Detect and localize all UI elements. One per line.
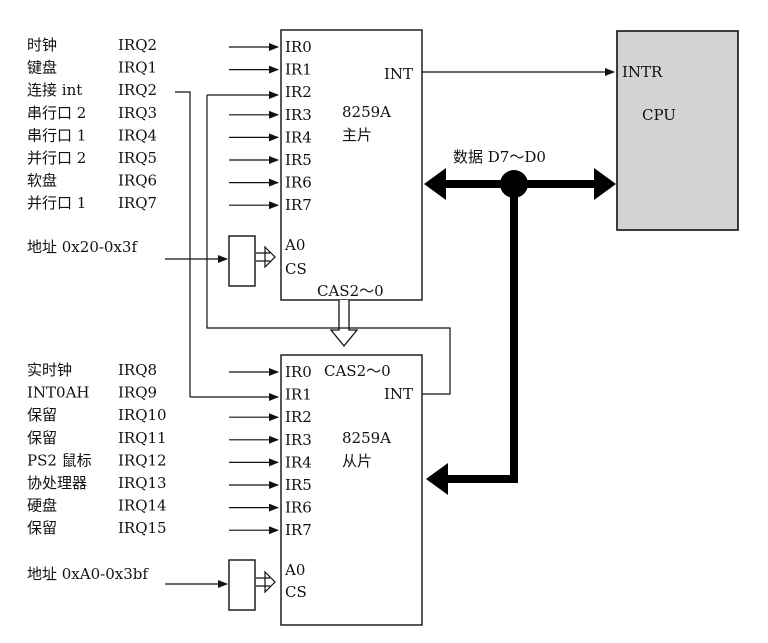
slave-device-irq: IRQ15 [118, 519, 167, 537]
slave-device-name: 保留 [27, 406, 57, 424]
slave-device-name: 保留 [27, 429, 57, 447]
master-device-irq: IRQ3 [118, 104, 157, 122]
bus-arrow-slave [426, 463, 448, 495]
slave-pin-ir5: IR5 [285, 476, 312, 494]
master-device-irq: IRQ4 [118, 126, 157, 144]
master-cas-label: CAS2～0 [317, 282, 384, 300]
master-chip [280, 29, 423, 301]
master-chip-subtitle: 主片 [342, 126, 372, 144]
slave-pin-ir4: IR4 [285, 453, 312, 471]
master-decoder-output-arrow [256, 245, 276, 269]
master-address-decoder [228, 235, 256, 287]
slave-device-irq: IRQ10 [118, 406, 167, 424]
master-device-irq: IRQ7 [118, 194, 157, 212]
slave-pin-ir1: IR1 [285, 386, 312, 404]
master-device-irq: IRQ6 [118, 172, 157, 190]
slave-chip [280, 354, 423, 626]
slave-device-name: PS2 鼠标 [27, 451, 92, 469]
master-device-name: 时钟 [27, 36, 57, 54]
slave-device-name: 协处理器 [27, 474, 87, 492]
master-chip-title: 8259A [342, 103, 391, 121]
cas-link-arrow [329, 300, 359, 348]
slave-pin-ir2: IR2 [285, 408, 312, 426]
master-device-name: 键盘 [27, 59, 57, 77]
slave-device-name: 硬盘 [27, 497, 57, 515]
master-pin-ir1: IR1 [285, 61, 312, 79]
master-pin-ir5: IR5 [285, 151, 312, 169]
master-cs-label: CS [285, 260, 307, 278]
master-pin-ir4: IR4 [285, 128, 312, 146]
master-int-label: INT [384, 65, 413, 83]
master-device-name: 串行口 1 [27, 126, 86, 144]
master-device-name: 连接 int [27, 81, 82, 99]
bus-label: 数据 D7～D0 [453, 148, 546, 166]
slave-a0-label: A0 [284, 561, 305, 579]
slave-device-irq: IRQ9 [118, 384, 157, 402]
master-device-irq: IRQ5 [118, 149, 157, 167]
cpu-intr-label: INTR [622, 63, 663, 81]
master-device-irq: IRQ2 [118, 36, 157, 54]
slave-device-name: 实时钟 [27, 361, 72, 379]
slave-chip-title: 8259A [342, 429, 391, 447]
slave-int-to-master-ir2 [206, 95, 451, 395]
slave-device-irq: IRQ14 [118, 497, 167, 515]
master-device-irq: IRQ2 [118, 81, 157, 99]
master-a0-label: A0 [284, 236, 305, 254]
master-pin-ir7: IR7 [285, 196, 312, 214]
slave-address-decoder [228, 559, 256, 611]
master-device-name: 并行口 1 [27, 194, 86, 212]
bus-arrow-left [424, 168, 446, 200]
slave-device-irq: IRQ13 [118, 474, 167, 492]
int-link-line [175, 91, 191, 397]
slave-cs-label: CS [285, 583, 307, 601]
bus-arrow-right [594, 168, 616, 200]
master-device-name: 并行口 2 [27, 149, 86, 167]
slave-cas-label: CAS2～0 [324, 362, 391, 380]
slave-chip-subtitle: 从片 [342, 452, 372, 470]
cpu-label: CPU [642, 106, 676, 124]
slave-pin-ir6: IR6 [285, 499, 312, 517]
master-device-name: 串行口 2 [27, 104, 86, 122]
slave-device-irq: IRQ8 [118, 361, 157, 379]
master-device-irq: IRQ1 [118, 59, 157, 77]
slave-int-label: INT [384, 385, 413, 403]
slave-input-arrows [229, 368, 279, 535]
master-pin-ir2: IR2 [285, 83, 312, 101]
slave-decoder-output-arrow [256, 570, 276, 594]
master-address-label: 地址 0x20-0x3f [27, 238, 138, 256]
slave-pin-ir3: IR3 [285, 431, 312, 449]
master-device-name: 软盘 [27, 172, 57, 190]
slave-pin-ir7: IR7 [285, 521, 312, 539]
master-device-list: 时钟 IRQ2 键盘 IRQ1 连接 int IRQ2 串行口 2 IRQ3 串行口 1 IRQ4… [27, 36, 157, 212]
data-bus-vertical [448, 184, 518, 483]
master-pin-ir0: IR0 [285, 38, 312, 56]
slave-device-name: INT0AH [27, 384, 90, 402]
cpu-block [616, 30, 739, 231]
slave-address-label: 地址 0xA0-0x3bf [27, 565, 149, 583]
slave-device-irq: IRQ11 [118, 429, 167, 447]
slave-device-name: 保留 [27, 519, 57, 537]
master-pin-ir6: IR6 [285, 174, 312, 192]
slave-pin-ir0: IR0 [285, 363, 312, 381]
master-input-arrows [229, 43, 279, 210]
slave-device-irq: IRQ12 [118, 451, 167, 469]
master-pin-ir3: IR3 [285, 106, 312, 124]
